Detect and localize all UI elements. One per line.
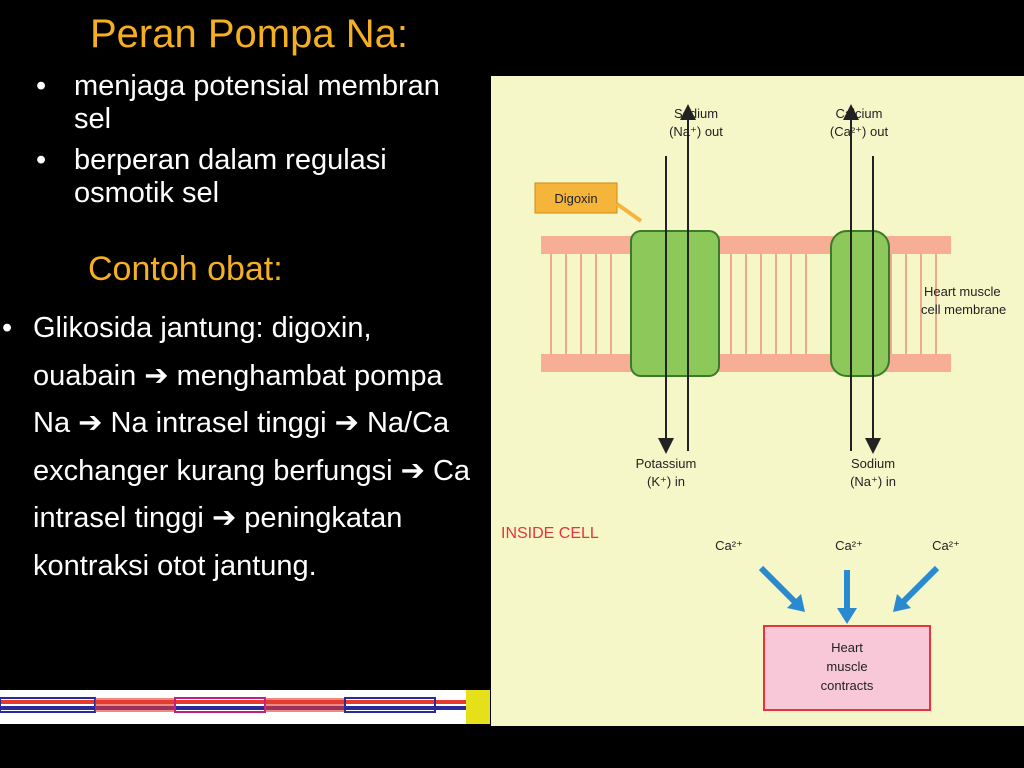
paragraph-part: Na intrasel tinggi <box>102 407 335 439</box>
sodium-in-label: (Na⁺) in <box>850 474 896 489</box>
arrow-icon: ➔ <box>211 502 237 534</box>
calcium-out-label: (Ca²⁺) out <box>830 124 889 139</box>
membrane-label: cell membrane <box>921 302 1006 317</box>
arrow-icon: ➔ <box>334 407 359 439</box>
inside-cell-label: INSIDE CELL <box>501 525 599 542</box>
contracts-label: contracts <box>821 678 874 693</box>
sodium-pump-figure: Sodium (Na⁺) out Calcium (Ca²⁺) out Digo… <box>491 76 1024 726</box>
bullet-text: menjaga potensial membran sel <box>74 70 440 135</box>
calcium-ion-label: Ca²⁺ <box>715 538 743 553</box>
sodium-out-label: (Na⁺) out <box>669 124 723 139</box>
arrowhead-icon <box>893 594 911 612</box>
paragraph-part: Glikosida jantung: digoxin, ouabain <box>33 312 372 392</box>
arrowhead-icon <box>837 608 857 624</box>
bullet-list: • menjaga potensial membran sel • berperan… <box>32 70 482 218</box>
arrow-icon: ➔ <box>400 454 425 487</box>
paragraph-part: Ca intrasel tinggi <box>33 454 471 535</box>
potassium-in-label: Potassium <box>636 456 697 471</box>
digoxin-box <box>534 182 618 214</box>
paragraph-part: peningkatan kontraksi otot jantung. <box>33 502 403 582</box>
footer-stripes <box>0 690 490 724</box>
section-subtitle: Contoh obat: <box>88 250 283 288</box>
contracts-label: Heart <box>831 640 863 655</box>
bullet-item: • berperan dalam regulasi osmotik sel <box>32 144 482 210</box>
potassium-in-label: (K⁺) in <box>647 474 685 489</box>
arrowhead-icon <box>787 594 805 612</box>
paragraph-part: Na/Ca exchanger kurang berfungsi <box>33 407 450 487</box>
bullet-dot: • <box>36 70 47 102</box>
arrow-icon: ➔ <box>144 359 169 392</box>
calcium-ion-label: Ca²⁺ <box>932 538 960 553</box>
slide-title: Peran Pompa Na: <box>90 12 408 56</box>
na-k-pump <box>630 230 720 377</box>
membrane-diagram: Sodium (Na⁺) out Calcium (Ca²⁺) out Digo… <box>501 104 1006 711</box>
calcium-out-label: Calcium <box>836 106 883 121</box>
paragraph-text: Glikosida jantung: digoxin, ouabain ➔ me… <box>33 305 480 590</box>
digoxin-label: Digoxin <box>554 191 597 206</box>
calcium-ion-label: Ca²⁺ <box>835 538 863 553</box>
na-ca-exchanger <box>830 230 890 377</box>
paragraph-part: menghambat pompa Na <box>33 359 443 440</box>
bullet-dot: • <box>2 312 13 344</box>
sodium-out-label: Sodium <box>674 106 718 121</box>
drug-mechanism-paragraph: • Glikosida jantung: digoxin, ouabain ➔ … <box>0 305 480 590</box>
arrow-icon: ➔ <box>78 407 103 439</box>
sodium-in-label: Sodium <box>851 456 895 471</box>
bullet-dot: • <box>36 144 47 176</box>
contracts-label: muscle <box>826 659 867 674</box>
heart-contracts-box <box>763 625 931 711</box>
bullet-item: • menjaga potensial membran sel <box>32 70 482 136</box>
bullet-text: berperan dalam regulasi osmotik sel <box>74 144 387 209</box>
digoxin-arrow <box>615 202 643 223</box>
membrane-label: Heart muscle <box>924 284 1001 299</box>
decorative-footer-bar <box>0 690 490 724</box>
